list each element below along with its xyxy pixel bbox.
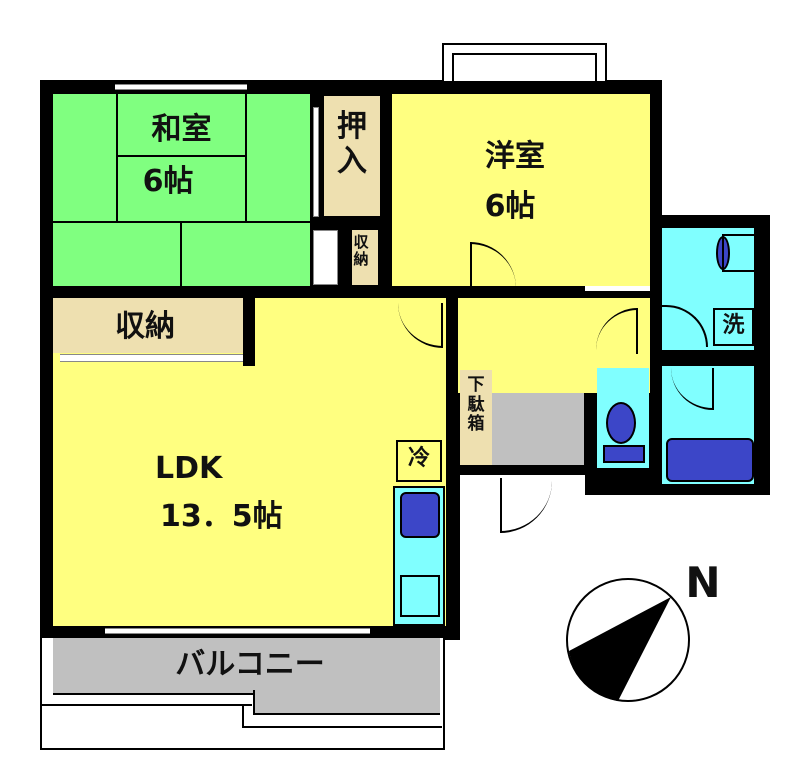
bay-window-inner — [452, 53, 597, 83]
balcony-floor — [53, 638, 440, 695]
youshitsu-size: 6帖 — [484, 189, 536, 224]
balcony-floor-lower — [253, 690, 440, 715]
stove-icon — [400, 575, 440, 617]
oshiire-label: 押入 — [337, 109, 367, 179]
washer — [713, 308, 754, 346]
oshiire — [324, 96, 380, 216]
shuno-ldk — [53, 298, 243, 353]
sink-icon — [400, 492, 440, 538]
refrigerator-label: 冷 — [407, 446, 430, 471]
balcony-rail-3 — [242, 726, 442, 728]
balcony-rail-2 — [242, 704, 252, 728]
washitsu-size: 6帖 — [142, 164, 194, 199]
ldk-name: LDK — [155, 451, 223, 486]
youshitsu-name: 洋室 — [485, 139, 545, 174]
washer-label: 洗 — [722, 313, 745, 338]
room-youshitsu — [392, 94, 650, 286]
compass-north-label: N — [685, 558, 721, 607]
refrigerator — [396, 440, 442, 482]
balcony-rail — [40, 698, 252, 706]
tatami-line — [245, 94, 247, 222]
balcony-label: バルコニー — [175, 647, 325, 682]
bay-window — [442, 43, 607, 83]
tatami-line — [116, 155, 246, 157]
washitsu-name: 和室 — [151, 112, 212, 147]
washbasin-counter — [722, 234, 754, 272]
getabako — [460, 370, 492, 465]
window — [105, 628, 370, 634]
compass-icon — [566, 578, 690, 702]
window — [115, 84, 247, 90]
balcony-wall — [40, 630, 455, 638]
toilet-icon — [606, 402, 636, 444]
toilet-tank-icon — [603, 445, 645, 463]
shuno-door — [60, 354, 243, 362]
wall-inner-right — [650, 80, 662, 300]
tatami-line — [116, 94, 118, 222]
ldk-size: 13．5帖 — [160, 499, 283, 534]
shuno-small-label: 収納 — [353, 233, 369, 269]
bathtub-icon — [666, 438, 754, 482]
tatami-line — [180, 221, 182, 286]
wall-shuno — [243, 298, 255, 366]
shuno-ldk-label: 収納 — [115, 309, 175, 344]
sliding-door — [313, 107, 319, 217]
getabako-label: 下駄箱 — [467, 375, 485, 435]
genkan — [492, 393, 584, 465]
sliding-door — [313, 230, 338, 285]
shuno-small — [352, 230, 378, 285]
